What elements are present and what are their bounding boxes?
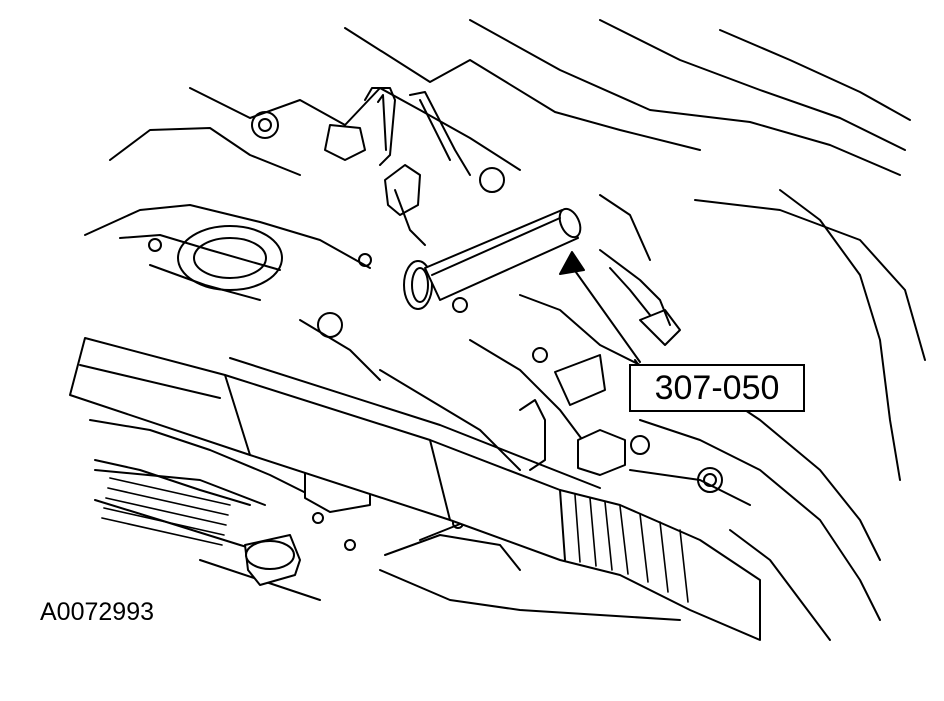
tool-number-label: 307-050 [629,364,805,412]
drain-plug [244,534,301,586]
lines-and-brackets [324,87,681,346]
drive-shaft [69,337,761,641]
figure-id-label: A0072993 [40,598,155,626]
callout-arrow [559,251,641,363]
special-tool-307-050 [403,207,582,310]
transmission-case-outline [84,19,926,641]
